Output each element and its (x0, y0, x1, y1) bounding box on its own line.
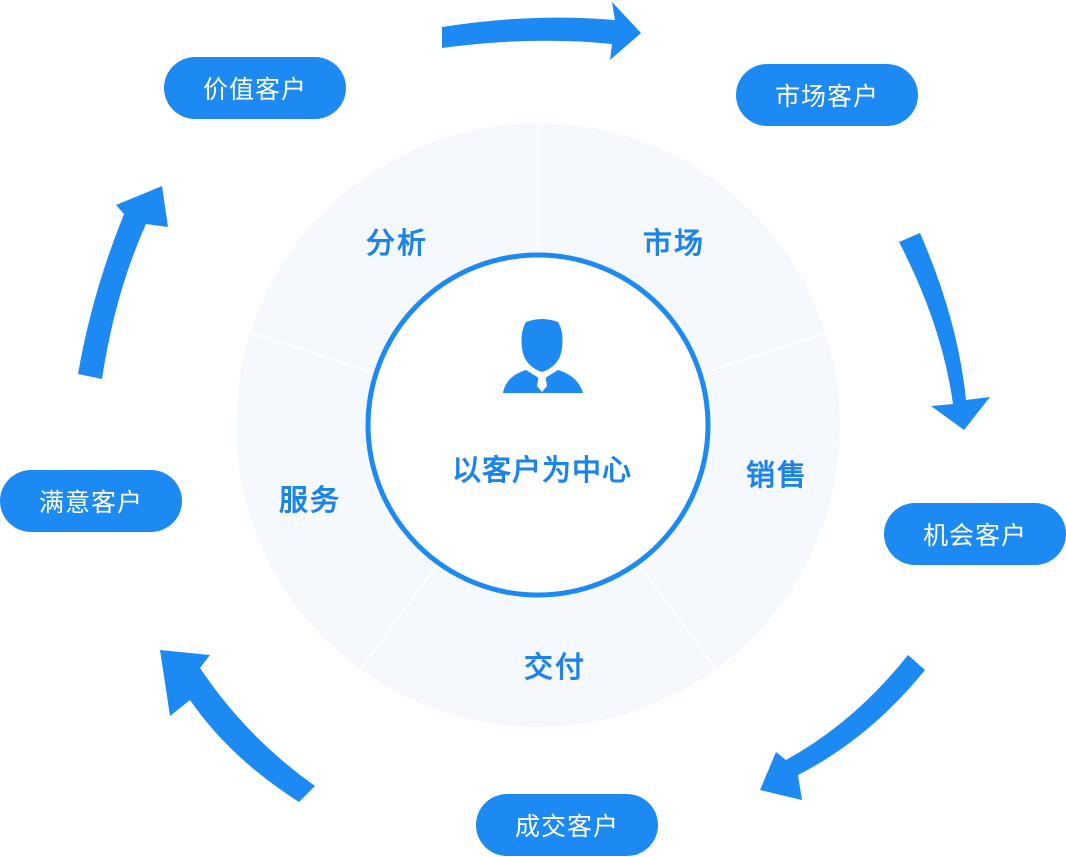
segment-dividers (250, 123, 827, 670)
segment-label-sales: 销售 (745, 458, 808, 492)
arrow-market-to-opportunity (899, 233, 990, 430)
pill-satisfied-customer: 满意客户 (0, 470, 182, 532)
pill-deal-customer: 成交客户 (476, 794, 658, 856)
inner-circle (365, 252, 711, 598)
pill-value-customer: 价值客户 (164, 57, 346, 119)
pill-opportunity-customer: 机会客户 (884, 503, 1066, 565)
segment-label-delivery: 交付 (523, 650, 586, 684)
person-icon (503, 319, 583, 393)
segment-label-market: 市场 (642, 226, 705, 260)
pill-market-customer: 市场客户 (736, 64, 918, 126)
segment-label-analysis: 分析 (365, 226, 428, 260)
arrow-opportunity-to-deal (760, 655, 925, 800)
cycle-arrows (78, 2, 990, 802)
arrow-value-to-market (442, 2, 641, 60)
arrow-satisfied-to-value (78, 186, 168, 379)
segment-label-service: 服务 (278, 483, 341, 517)
arrow-deal-to-satisfied (160, 650, 315, 802)
center-label: 以客户为中心 (451, 453, 632, 487)
